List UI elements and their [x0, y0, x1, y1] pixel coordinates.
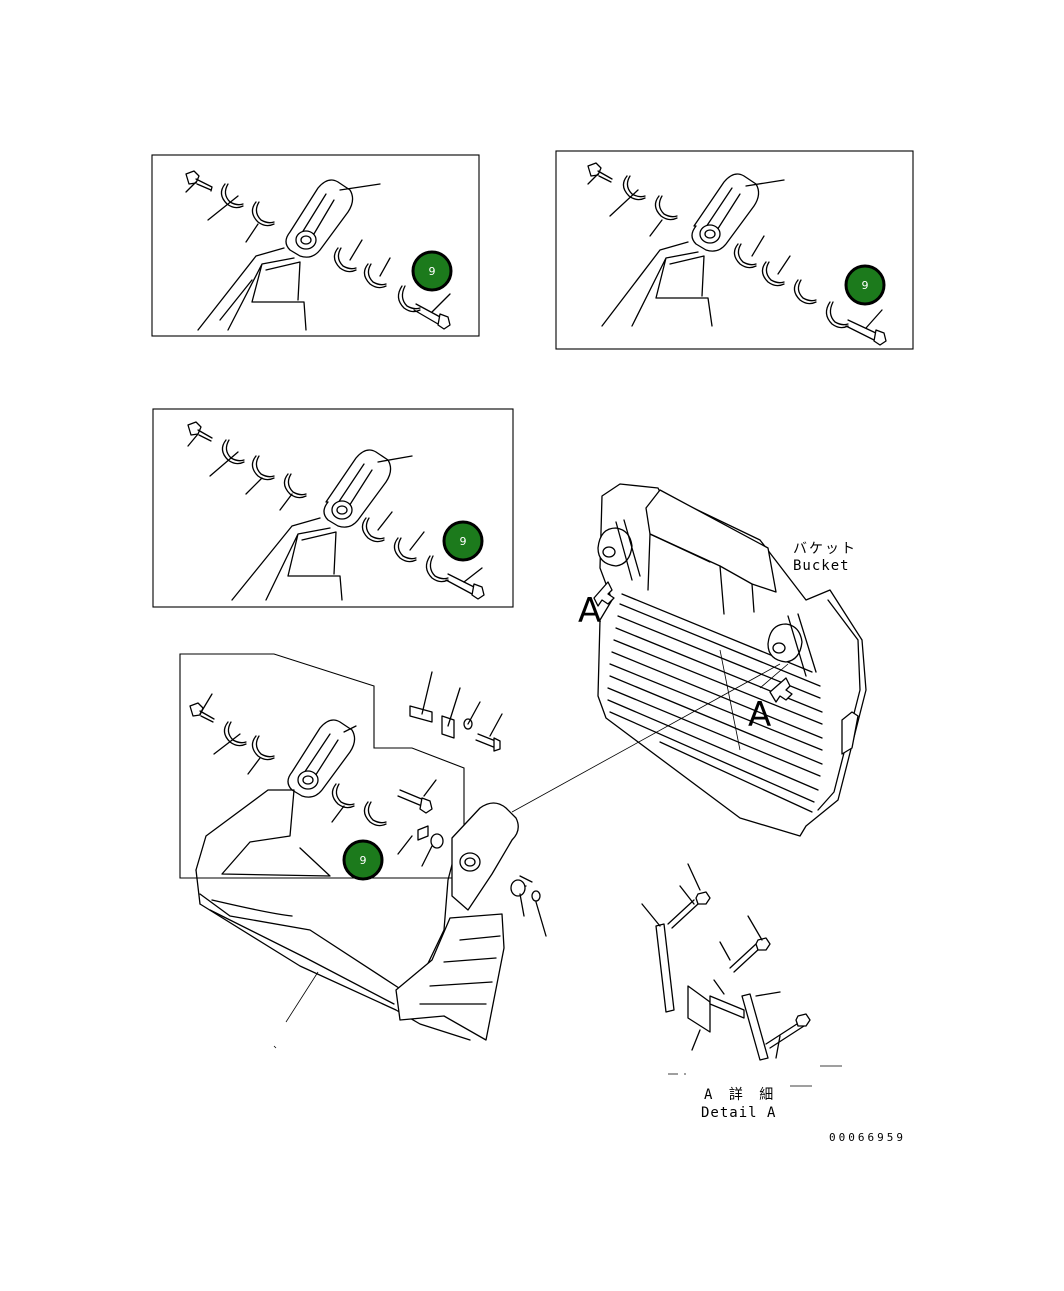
nut-icon: [755, 937, 771, 951]
svg-text:9: 9: [460, 535, 467, 548]
bucket-ribs: [607, 593, 823, 813]
inset-panel-4: 9: [179, 653, 465, 881]
callout-9[interactable]: 9: [442, 520, 484, 562]
inset-panel-3: 9: [152, 408, 514, 608]
callout-9[interactable]: 9: [342, 839, 384, 881]
bolt-icon: [587, 162, 613, 183]
bucket-label-jp: バケット: [793, 541, 857, 557]
callout-9[interactable]: 9: [411, 250, 453, 292]
detail-label-jp: A 詳 細: [704, 1087, 777, 1103]
svg-text:9: 9: [360, 854, 367, 867]
nut-icon: [695, 891, 711, 905]
bucket-label-en: Bucket: [793, 558, 850, 574]
nut-icon: [795, 1013, 811, 1027]
inset-panel-1: 9: [151, 154, 480, 337]
bolt-icon: [187, 421, 213, 442]
view-a-label: A: [578, 591, 601, 631]
bolt-icon: [189, 702, 215, 723]
detail-label-en: Detail A: [701, 1105, 776, 1121]
bolt-icon: [185, 170, 213, 192]
detail-a: [641, 863, 842, 1087]
callout-9[interactable]: 9: [844, 264, 886, 306]
view-arrow-icon: [593, 581, 793, 703]
drawing-number: 00066959: [829, 1131, 906, 1144]
lower-bucket: [195, 789, 547, 1049]
small-parts: [409, 671, 503, 752]
svg-text:9: 9: [429, 265, 436, 278]
inset-panel-2: 9: [555, 150, 914, 350]
svg-text:9: 9: [862, 279, 869, 292]
view-a-label: A: [748, 695, 771, 735]
bucket-assembly: [511, 483, 867, 837]
